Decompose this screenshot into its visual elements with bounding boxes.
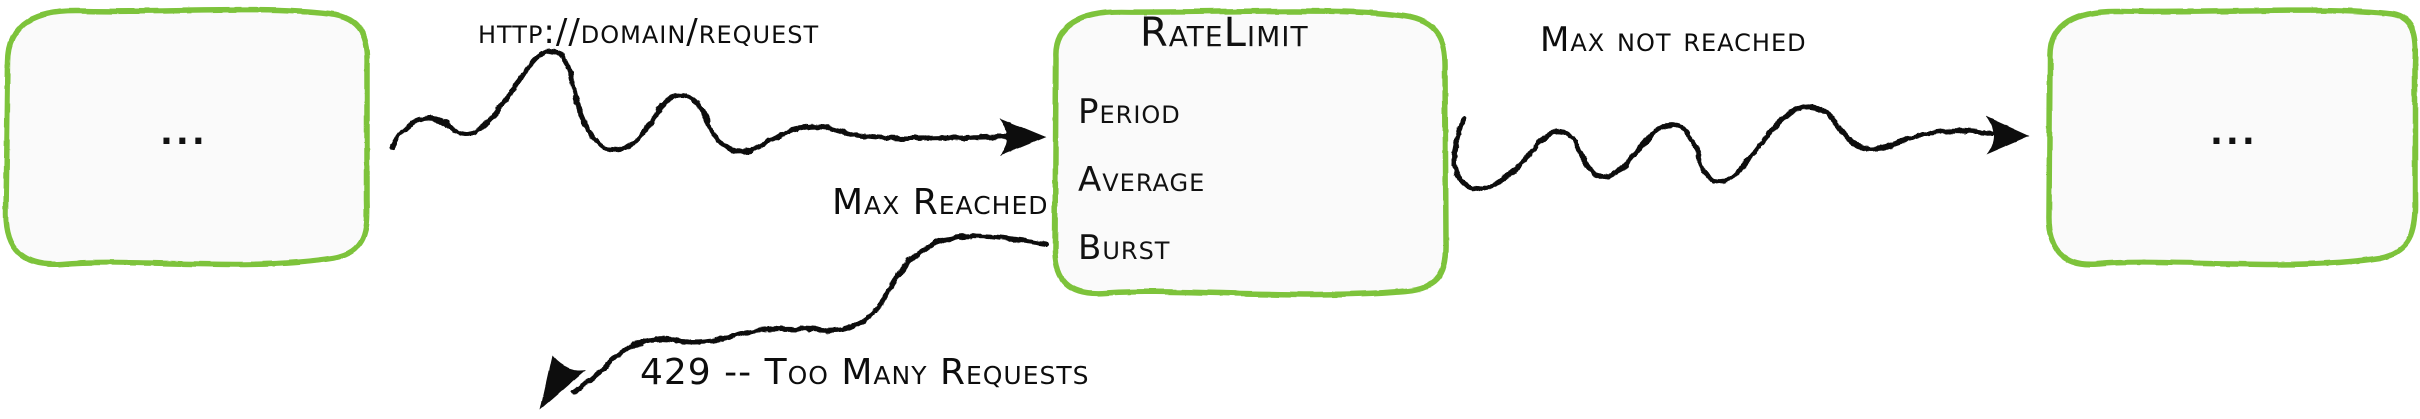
node-downstream-label: ... [2210,113,2258,153]
edge-label-429-too-many-requests: 429 -- Too Many Requests [640,352,1090,393]
node-upstream-shape[interactable] [3,7,370,268]
edge-label-max-reached: Max Reached [832,182,1049,223]
ratelimit-field-period: Period [1078,92,1181,132]
arrow-max-not-reached [1451,104,2030,191]
edge-label-request: http://domain/request [478,12,820,52]
node-downstream-shape[interactable] [2046,7,2419,268]
node-upstream-label: ... [160,113,208,153]
node-ratelimit-shape[interactable] [1052,8,1449,298]
ratelimit-title: RateLimit [1140,10,1309,56]
ratelimit-field-burst: Burst [1078,228,1171,268]
arrow-request [389,48,1046,156]
arrow-max-reached [540,233,1049,410]
ratelimit-field-average: Average [1078,160,1206,200]
edge-label-max-not-reached: Max not reached [1540,20,1807,60]
